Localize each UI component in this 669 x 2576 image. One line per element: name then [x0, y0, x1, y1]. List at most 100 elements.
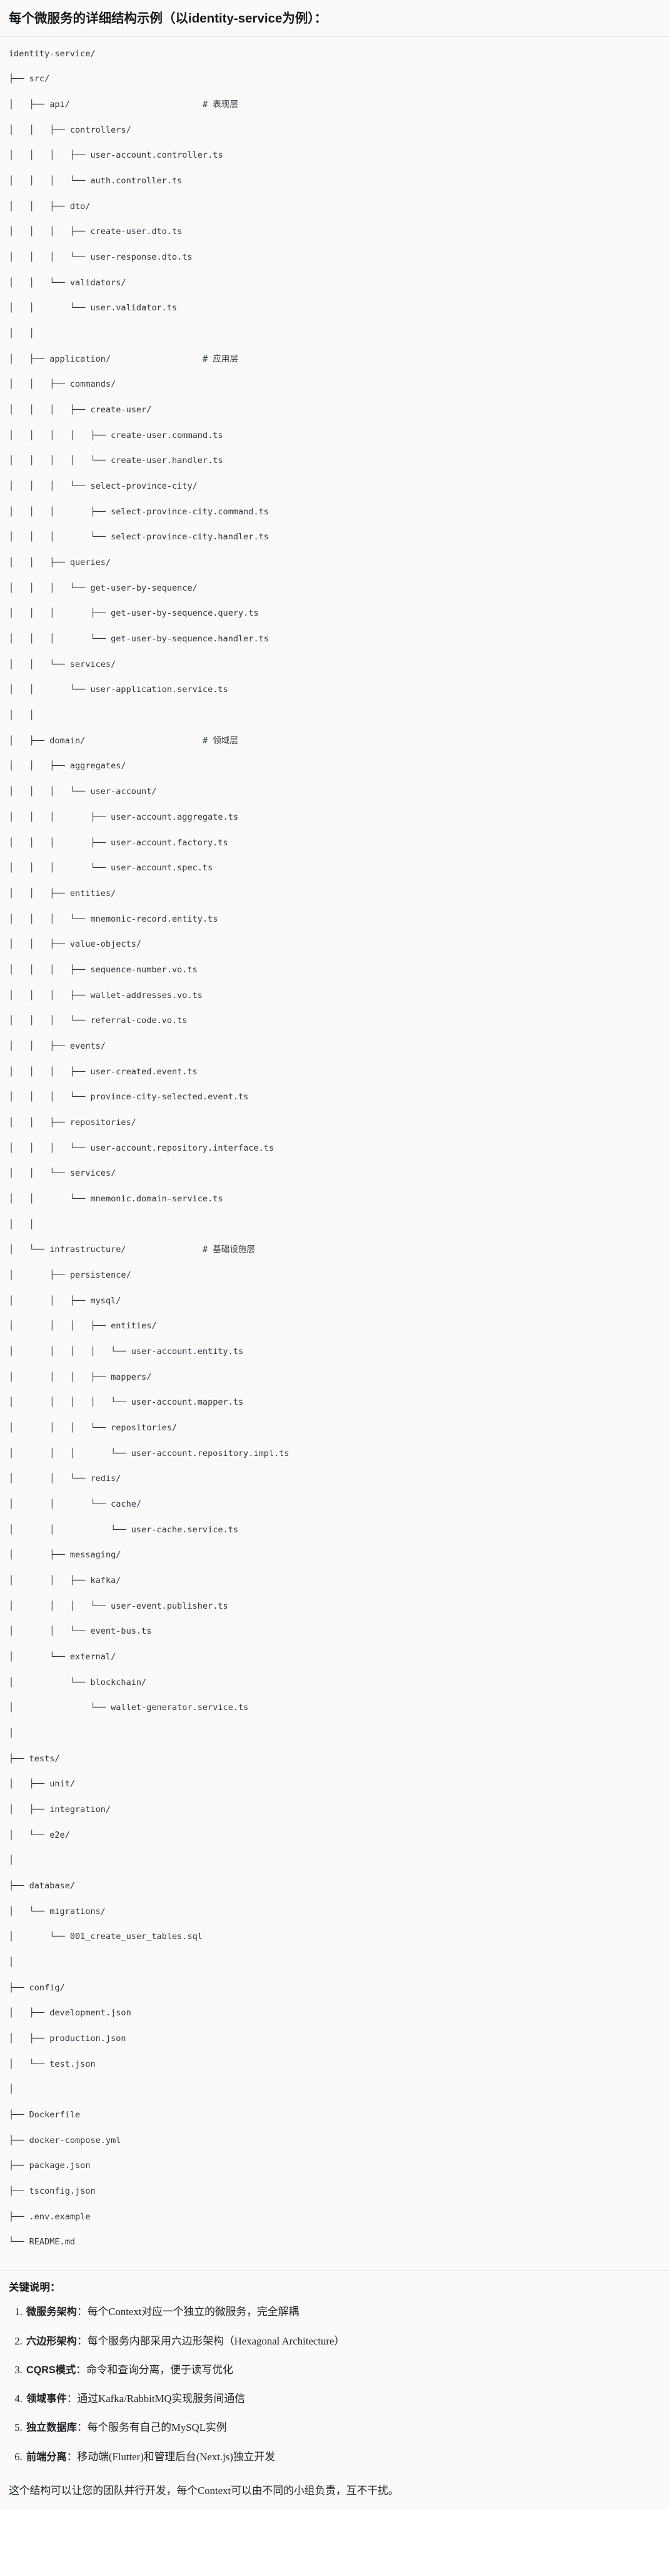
- tree-line: │ ├── development.json: [9, 2008, 131, 2019]
- tree-line: │ │ │ ├── wallet-addresses.vo.ts: [9, 990, 203, 1000]
- tree-line: │: [9, 1957, 14, 1968]
- tree-line: │ │ ├── repositories/: [9, 1117, 136, 1128]
- key-note-item: 独立数据库：每个服务有自己的MySQL实例: [25, 2420, 660, 2435]
- tree-line: │ └── 001_create_user_tables.sql: [9, 1932, 203, 1942]
- directory-tree-block: identity-service/ ├── src/ │ ├── api/ # …: [0, 36, 669, 2271]
- directory-tree-code: identity-service/ ├── src/ │ ├── api/ # …: [9, 48, 660, 2249]
- tree-line-comment: # 表现层: [202, 99, 238, 110]
- tree-line-path: │ └── infrastructure/: [9, 1245, 203, 1255]
- key-note-term: 六边形架构: [26, 2335, 77, 2347]
- tree-line: │: [9, 1728, 14, 1739]
- tree-line: │ └── external/: [9, 1652, 116, 1662]
- tree-line: │ ├── production.json: [9, 2034, 126, 2044]
- tree-line: │ │ │ └── select-province-city.handler.t…: [9, 532, 269, 542]
- tree-line: │ │ ├── events/: [9, 1041, 106, 1051]
- tree-line: │ └── test.json: [9, 2059, 96, 2069]
- tree-line-path: │ ├── application/: [9, 354, 203, 364]
- title-block: 每个微服务的详细结构示例（以identity-service为例）：: [0, 0, 669, 37]
- tree-line: │ └── infrastructure/ # 基础设施层: [9, 1243, 660, 1256]
- tree-line: │ │ ├── queries/: [9, 557, 111, 568]
- key-note-item: 前端分离：移动端(Flutter)和管理后台(Next.js)独立开发: [25, 2449, 660, 2465]
- tree-line: ├── config/: [9, 1982, 65, 1993]
- key-note-item: CQRS模式：命令和查询分离，便于读写优化: [25, 2362, 660, 2378]
- key-note-item: 微服务架构：每个Context对应一个独立的微服务，完全解耦: [25, 2304, 660, 2319]
- directory-tree: identity-service/ ├── src/ │ ├── api/ # …: [9, 48, 660, 2261]
- tree-line: │ ├── domain/ # 领域层: [9, 735, 660, 747]
- tree-line-path: │ ├── api/: [9, 99, 203, 110]
- tree-line: │ │ └── services/: [9, 1168, 116, 1179]
- tree-line: │ │ └── cache/: [9, 1499, 142, 1509]
- tree-line: └── README.md: [9, 2237, 76, 2248]
- tree-line: │ └── e2e/: [9, 1830, 70, 1840]
- tree-line: │ │ │ └── auth.controller.ts: [9, 176, 183, 186]
- tree-line: │ │ └── redis/: [9, 1474, 121, 1484]
- tree-line: │ │ │ ├── user-created.event.ts: [9, 1066, 198, 1077]
- tree-line: │ │ │ ├── create-user/: [9, 405, 152, 415]
- tree-line: │ │ │ └── province-city-selected.event.t…: [9, 1092, 249, 1102]
- tree-line: │ │ │ ├── select-province-city.command.t…: [9, 506, 269, 517]
- tree-line: │ │ ├── controllers/: [9, 125, 131, 135]
- tree-line: ├── package.json: [9, 2161, 91, 2171]
- tree-line: │ │ │ ├── user-account.aggregate.ts: [9, 812, 239, 822]
- key-note-desc: ：命令和查询分离，便于读写优化: [76, 2363, 233, 2376]
- tree-line: │ │ │ └── user-event.publisher.ts: [9, 1601, 228, 1611]
- tree-line: │ └── migrations/: [9, 1906, 106, 1917]
- tree-line: identity-service/: [9, 48, 96, 59]
- tree-line: │: [9, 1855, 14, 1866]
- tree-line: │ ├── persistence/: [9, 1270, 131, 1280]
- tree-line: │ │ ├── entities/: [9, 888, 116, 899]
- tree-line: │ ├── integration/: [9, 1805, 111, 1815]
- tree-line: ├── Dockerfile: [9, 2110, 81, 2120]
- tree-line: │ │ │ └── user-response.dto.ts: [9, 252, 193, 263]
- tree-line: ├── .env.example: [9, 2211, 91, 2222]
- tree-line: │ │: [9, 1219, 34, 1229]
- tree-line: │ │ └── services/: [9, 659, 116, 669]
- tree-line: │ │ │ ├── sequence-number.vo.ts: [9, 964, 198, 975]
- tree-line: │ │ │ │ └── user-account.mapper.ts: [9, 1397, 244, 1408]
- tree-line: │ │ ├── aggregates/: [9, 761, 126, 771]
- tree-line: │ │ └── mnemonic.domain-service.ts: [9, 1193, 223, 1204]
- tree-line: ├── tests/: [9, 1753, 60, 1764]
- tree-line: │ │ │ ├── user-account.factory.ts: [9, 837, 228, 848]
- key-note-desc: ：移动端(Flutter)和管理后台(Next.js)独立开发: [66, 2450, 276, 2463]
- key-note-desc: ：通过Kafka/RabbitMQ实现服务间通信: [66, 2393, 246, 2405]
- tree-line: │ │ │ ├── user-account.controller.ts: [9, 150, 223, 161]
- tree-line: │ │ │ │ └── create-user.handler.ts: [9, 456, 223, 466]
- tree-line: │ │ │ ├── get-user-by-sequence.query.ts: [9, 608, 259, 619]
- tree-line: │ │ ├── mysql/: [9, 1295, 121, 1306]
- key-notes-heading: 关键说明：: [9, 2282, 61, 2294]
- key-note-desc: ：每个服务内部采用六边形架构（Hexagonal Architecture）: [76, 2334, 345, 2347]
- tree-line: │ │: [9, 328, 34, 339]
- key-note-desc: ：每个服务有自己的MySQL实例: [76, 2421, 227, 2434]
- key-note-term: 微服务架构: [26, 2306, 77, 2318]
- tree-line-path: │ ├── domain/: [9, 735, 203, 746]
- key-note-desc: ：每个Context对应一个独立的微服务，完全解耦: [76, 2306, 299, 2318]
- tree-line: │ │ │ │ └── user-account.entity.ts: [9, 1346, 244, 1357]
- key-note-term: 独立数据库: [26, 2422, 77, 2434]
- closing-paragraph: 这个结构可以让您的团队并行开发，每个Context可以由不同的小组负责，互不干扰…: [0, 2480, 669, 2510]
- tree-line: │ ├── application/ # 应用层: [9, 353, 660, 365]
- tree-line: │ │ │ └── get-user-by-sequence/: [9, 583, 198, 593]
- tree-line: ├── tsconfig.json: [9, 2186, 96, 2197]
- tree-line: │ │ └── user.validator.ts: [9, 303, 178, 313]
- tree-line: ├── docker-compose.yml: [9, 2135, 121, 2146]
- tree-line: │ │ │ └── user-account.repository.impl.t…: [9, 1448, 289, 1459]
- tree-line: │ └── wallet-generator.service.ts: [9, 1703, 249, 1713]
- tree-line: │ │ │ └── repositories/: [9, 1422, 178, 1433]
- key-note-term: CQRS模式: [26, 2364, 76, 2376]
- tree-line: │ │ │ └── get-user-by-sequence.handler.t…: [9, 634, 269, 644]
- tree-line: │ │ │ └── user-account.spec.ts: [9, 863, 213, 873]
- key-note-item: 六边形架构：每个服务内部采用六边形架构（Hexagonal Architectu…: [25, 2333, 660, 2349]
- key-notes-list: 微服务架构：每个Context对应一个独立的微服务，完全解耦六边形架构：每个服务…: [9, 2304, 660, 2465]
- tree-line-comment: # 领域层: [202, 735, 238, 746]
- key-note-term: 领域事件: [26, 2393, 67, 2405]
- tree-line: ├── database/: [9, 1881, 76, 1891]
- tree-line: │ ├── messaging/: [9, 1550, 121, 1560]
- tree-line: │ │ └── user-application.service.ts: [9, 685, 228, 695]
- key-notes-section: 关键说明： 微服务架构：每个Context对应一个独立的微服务，完全解耦六边形架…: [0, 2271, 669, 2480]
- tree-line: │ │ │ ├── mappers/: [9, 1372, 152, 1382]
- tree-line: │ │ │ │ ├── create-user.command.ts: [9, 430, 223, 440]
- tree-line: │ │ │ └── referral-code.vo.ts: [9, 1016, 188, 1026]
- tree-line: │ │ ├── dto/: [9, 201, 91, 211]
- tree-line: │ │ └── event-bus.ts: [9, 1626, 152, 1637]
